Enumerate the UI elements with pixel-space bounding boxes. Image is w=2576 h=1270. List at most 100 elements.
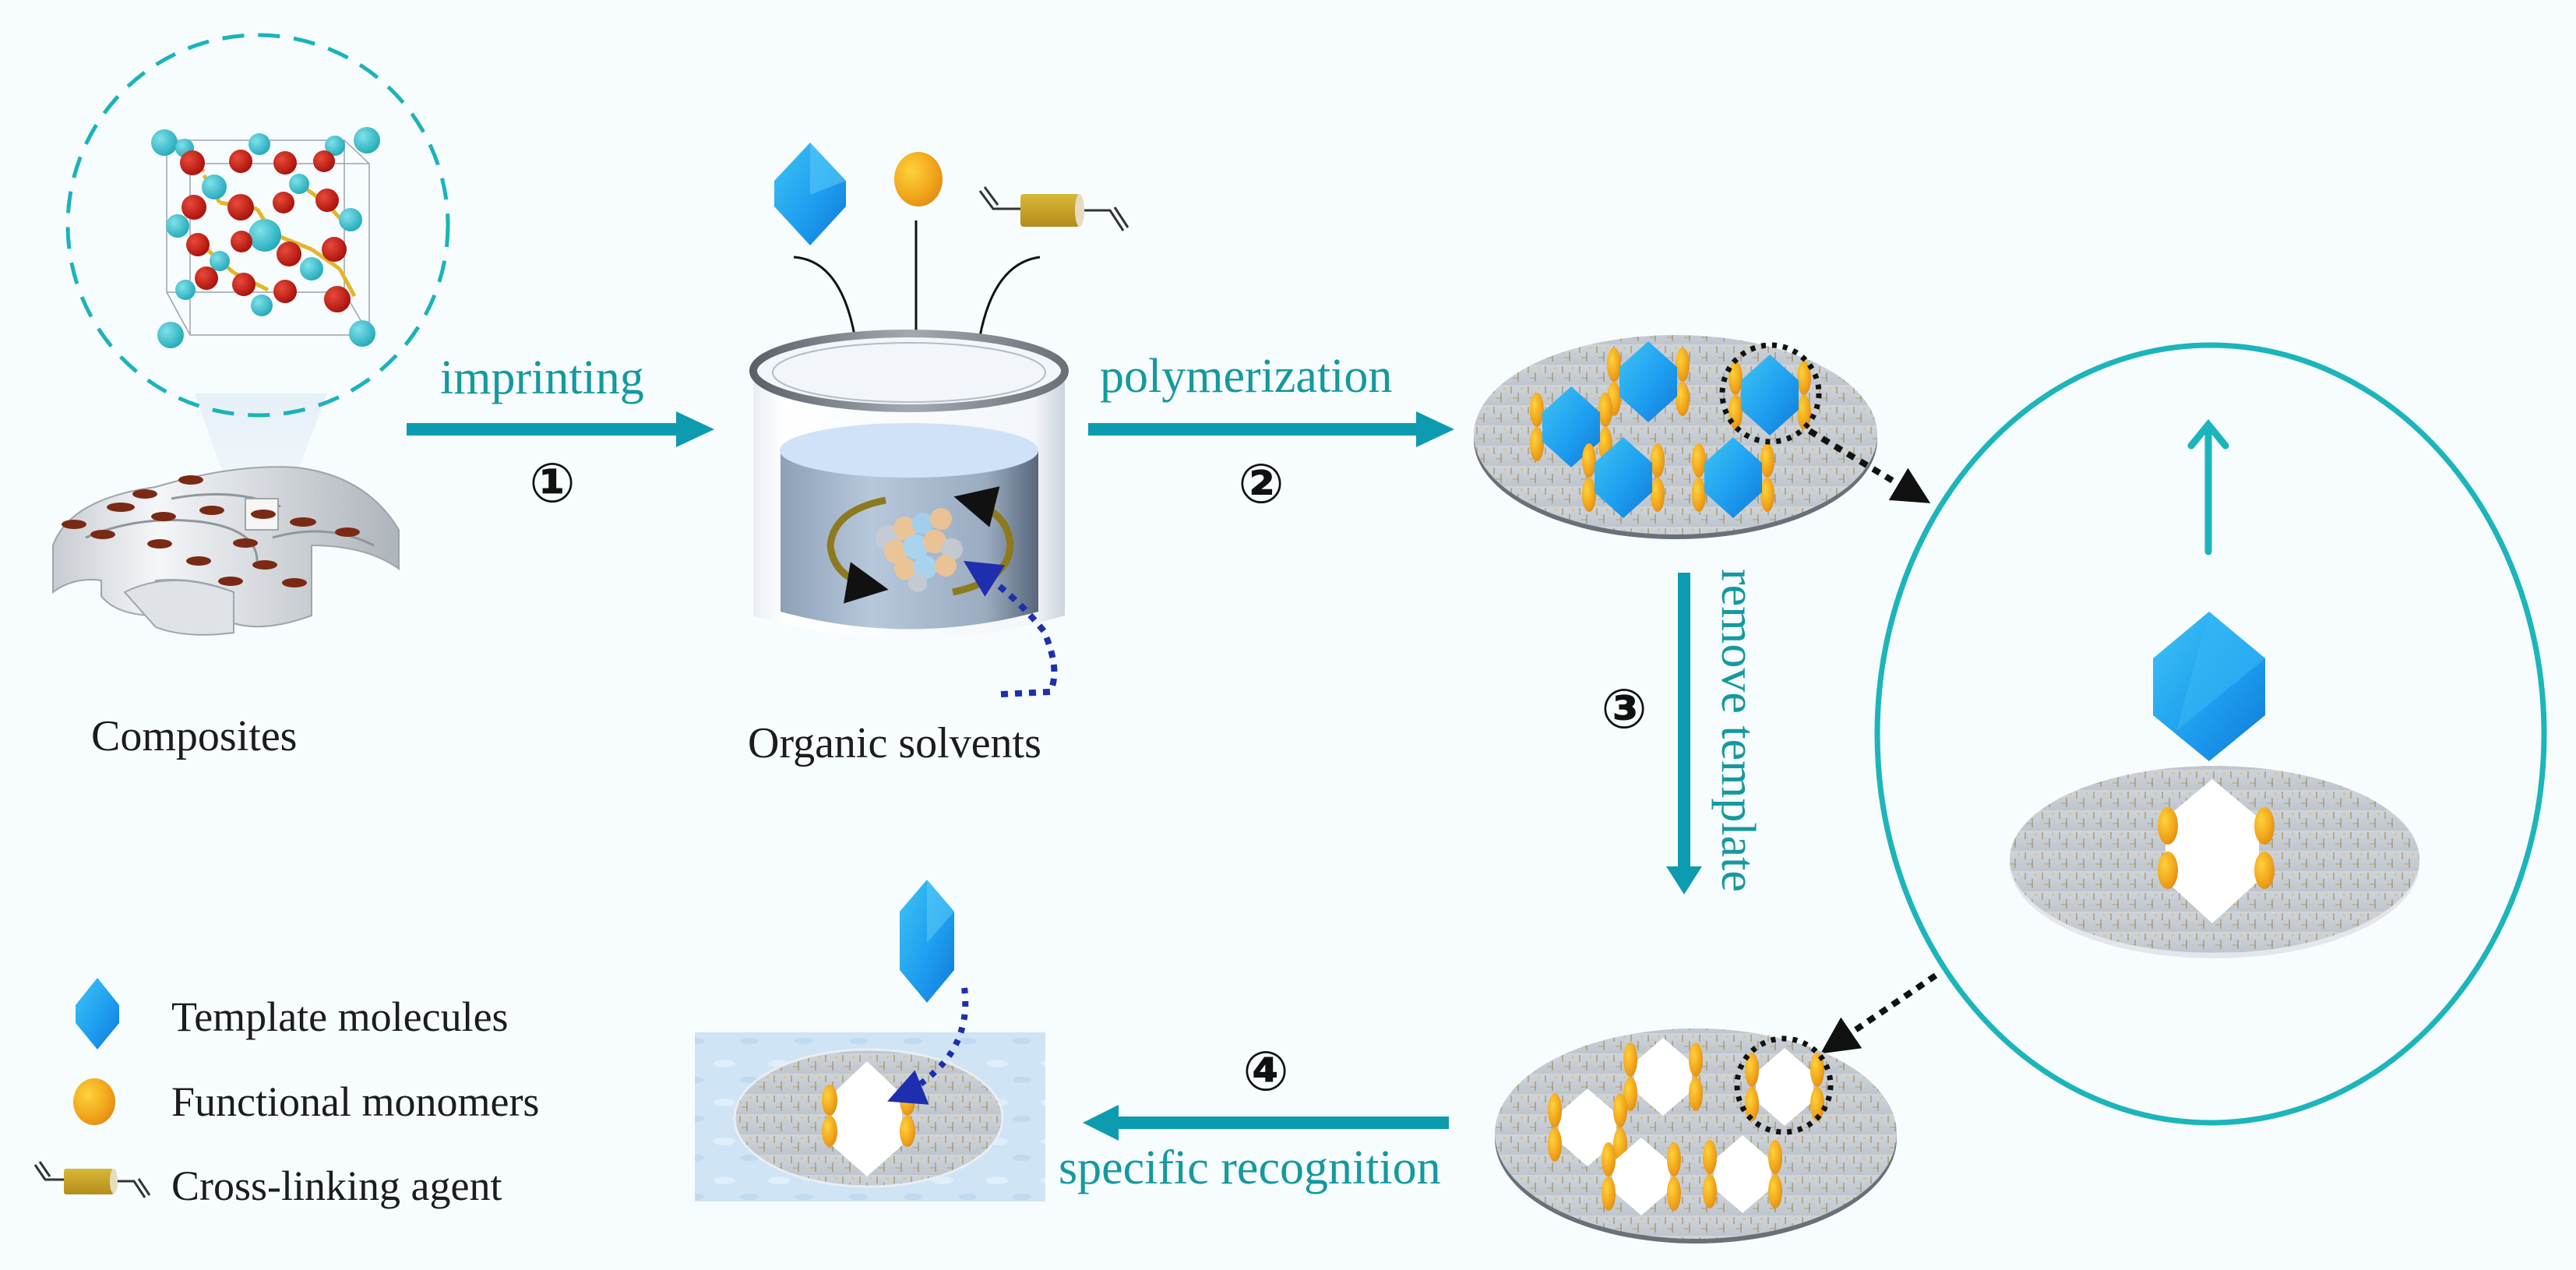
input-template-molecule xyxy=(774,143,846,245)
recognition-group xyxy=(695,880,1045,1201)
template-molecule-icon xyxy=(1704,437,1762,518)
functional-monomer-icon xyxy=(894,152,943,206)
zoom-pointer-arrow-bottom xyxy=(1820,972,1938,1054)
bound-monomer-icon xyxy=(1760,478,1774,512)
highlight-dotted-circle xyxy=(1734,1035,1834,1135)
cavity-monomer-icon xyxy=(1548,1127,1562,1162)
bound-monomer-icon xyxy=(1728,361,1743,395)
functional-monomer-icon xyxy=(73,1078,115,1125)
recognition-monomer-icon xyxy=(900,1116,915,1147)
bound-monomer-icon xyxy=(1651,478,1665,512)
imprinted-polymer-with-cavities xyxy=(1495,1028,1897,1244)
cavity-site xyxy=(1745,1048,1824,1126)
step-1-arrow xyxy=(407,411,714,447)
cavity-monomer-icon xyxy=(1667,1177,1681,1211)
recognition-monomer-icon xyxy=(822,1116,837,1147)
step-4-specific-recognition: ④ specific recognition xyxy=(1059,1039,1449,1194)
cavity-monomer-icon xyxy=(1602,1142,1616,1177)
bound-monomer-icon xyxy=(1651,443,1665,478)
released-template-molecule-icon xyxy=(2153,612,2265,761)
stir-arrow-left xyxy=(826,496,889,604)
detail-monomer-icon xyxy=(2254,852,2275,889)
cavity-monomer-icon xyxy=(1810,1087,1824,1121)
legend: Template molecules Functional monomers C… xyxy=(33,978,539,1209)
crystal-lattice-icon xyxy=(151,127,380,348)
cavity-monomer-icon xyxy=(1703,1174,1717,1208)
bound-monomer-icon xyxy=(1530,427,1544,461)
empty-cavities xyxy=(1548,1038,1824,1215)
bound-monomer-icon xyxy=(1760,443,1774,478)
cavity-monomer-icon xyxy=(1745,1053,1759,1087)
bound-monomer-icon xyxy=(1582,478,1596,512)
step-3-remove-template: remove template ③ xyxy=(1601,569,1764,894)
solvent-pointer-dotted-arrow xyxy=(963,560,1058,697)
bound-templates xyxy=(1530,341,1811,518)
bound-template-site xyxy=(1582,437,1665,518)
detail-cavity-hole xyxy=(2165,779,2259,923)
step-3-arrow xyxy=(1666,573,1702,894)
step-3-label: remove template xyxy=(1711,569,1764,892)
zoom-dashed-circle xyxy=(65,33,450,418)
bound-monomer-icon xyxy=(1728,395,1743,429)
cavity-site xyxy=(1623,1038,1703,1116)
bound-monomer-icon xyxy=(1582,443,1596,478)
step-2-label: polymerization xyxy=(1100,350,1392,403)
composites-label: Composites xyxy=(91,712,297,760)
template-molecule-icon xyxy=(76,978,119,1050)
composite-framework-icon xyxy=(52,466,400,636)
cavity-monomer-icon xyxy=(1745,1087,1759,1121)
bound-monomer-icon xyxy=(1530,393,1544,427)
imprinted-polymer-with-templates xyxy=(1474,335,1931,539)
recognition-monomer-icon xyxy=(822,1085,837,1116)
cavity-site xyxy=(1548,1088,1627,1166)
rebinding-dotted-arrow xyxy=(887,987,969,1105)
step-1-number: ① xyxy=(529,451,575,515)
step-2-arrow xyxy=(1088,411,1454,447)
cavity-hole xyxy=(1714,1135,1771,1213)
bound-template-site xyxy=(1607,341,1690,422)
cavity-hole xyxy=(1634,1038,1692,1116)
step-4-arrow xyxy=(1083,1105,1449,1141)
solvent-beaker-group: Organic solvents xyxy=(748,143,1129,767)
highlight-dotted-circle xyxy=(1719,342,1822,445)
legend-label: Functional monomers xyxy=(171,1078,539,1125)
cavity-monomer-icon xyxy=(1689,1042,1703,1077)
bound-monomer-icon xyxy=(1598,393,1612,427)
bound-monomer-icon xyxy=(1676,347,1690,382)
cavity-monomer-icon xyxy=(1689,1077,1703,1111)
legend-item-crosslinker: Cross-linking agent xyxy=(33,1161,502,1209)
bound-template-site xyxy=(1728,355,1811,436)
template-molecule-icon xyxy=(1595,437,1652,518)
legend-label: Cross-linking agent xyxy=(171,1162,502,1209)
bound-monomer-icon xyxy=(1797,395,1811,429)
composites-group: Composites xyxy=(52,33,450,760)
bound-monomer-icon xyxy=(1607,347,1621,382)
cavity-site xyxy=(1602,1138,1681,1215)
cavity-monomer-icon xyxy=(1623,1042,1637,1077)
zoom-pointer-arrow-top xyxy=(1807,428,1931,503)
cavity-hole xyxy=(1612,1138,1670,1215)
cavity-monomer-icon xyxy=(1768,1174,1782,1208)
legend-item-monomer: Functional monomers xyxy=(73,1078,539,1125)
recognition-cavity xyxy=(832,1061,902,1177)
cavity-site xyxy=(1703,1135,1782,1213)
step-2-number: ② xyxy=(1238,452,1284,516)
step-4-number: ④ xyxy=(1242,1039,1288,1103)
beaker-rim xyxy=(749,330,1069,412)
cavity-monomer-icon xyxy=(1667,1142,1681,1177)
monomer-template-cluster-icon xyxy=(876,508,963,592)
cavity-monomer-icon xyxy=(1548,1093,1562,1127)
cavity-monomer-icon xyxy=(1703,1140,1717,1174)
cavity-monomer-icon xyxy=(1623,1077,1637,1111)
detail-monomer-icon xyxy=(2254,807,2275,845)
bound-monomer-icon xyxy=(1692,443,1706,478)
target-template-molecule-icon xyxy=(900,880,954,1003)
solvent-label: Organic solvents xyxy=(748,719,1041,767)
template-molecule-icon xyxy=(1619,341,1677,422)
cross-linking-agent-icon xyxy=(978,186,1129,231)
bound-monomer-icon xyxy=(1676,382,1690,416)
bound-monomer-icon xyxy=(1692,478,1706,512)
template-molecule-icon xyxy=(1741,355,1799,436)
liquid-surface xyxy=(780,423,1038,478)
cavity-hole xyxy=(1559,1088,1616,1166)
